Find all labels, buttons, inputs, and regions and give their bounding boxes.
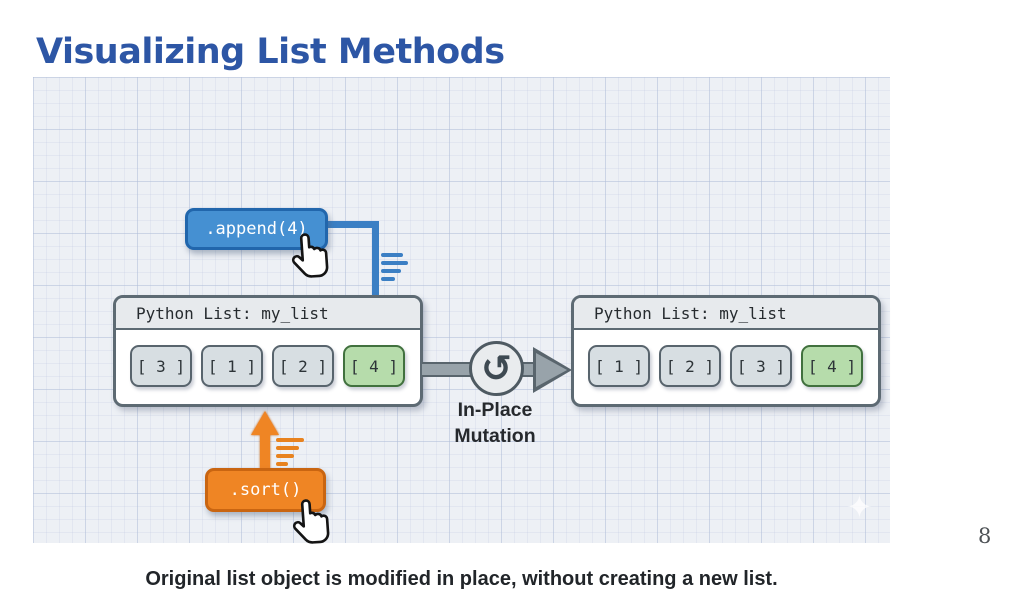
hand-cursor-icon — [291, 233, 329, 278]
python-list-panel-after: Python List: my_list [ 1 ] [ 2 ] [ 3 ] [… — [571, 295, 881, 407]
list-item-highlighted: [ 4 ] — [801, 345, 863, 387]
motion-lines-orange-icon — [276, 438, 304, 466]
list-item: [ 1 ] — [588, 345, 650, 387]
mutation-label: In-Place Mutation — [420, 397, 570, 449]
python-list-panel-before: Python List: my_list [ 3 ] [ 1 ] [ 2 ] [… — [113, 295, 423, 407]
panel-title: Python List: my_list — [574, 298, 878, 330]
refresh-glyph: ↺ — [480, 347, 512, 390]
sort-arrow-shaft — [260, 433, 270, 469]
list-item: [ 3 ] — [730, 345, 792, 387]
watermark-icon: ✦ — [846, 489, 873, 525]
mutation-arrowhead-icon — [536, 353, 567, 387]
list-item-highlighted: [ 4 ] — [343, 345, 405, 387]
sort-arrowhead-icon — [251, 411, 279, 435]
list-item: [ 3 ] — [130, 345, 192, 387]
panel-title: Python List: my_list — [116, 298, 420, 330]
mutation-label-line2: Mutation — [454, 425, 536, 447]
list-cells: [ 3 ] [ 1 ] [ 2 ] [ 4 ] — [116, 330, 420, 387]
refresh-icon: ↺ — [469, 341, 524, 396]
mutation-label-line1: In-Place — [457, 399, 533, 421]
hand-cursor-icon — [292, 499, 330, 544]
page-number: 8 — [978, 524, 992, 548]
list-item: [ 2 ] — [659, 345, 721, 387]
list-item: [ 1 ] — [201, 345, 263, 387]
caption-text: Original list object is modified in plac… — [145, 568, 778, 590]
append-connector-horizontal — [326, 221, 379, 228]
page-title: Visualizing List Methods — [36, 32, 505, 72]
list-cells: [ 1 ] [ 2 ] [ 3 ] [ 4 ] — [574, 330, 878, 387]
diagram-canvas: .append(4) Python List: my_list [ 3 ] [ … — [33, 77, 890, 590]
list-item: [ 2 ] — [272, 345, 334, 387]
append-connector-vertical — [372, 221, 379, 319]
motion-lines-blue-icon — [381, 253, 408, 281]
